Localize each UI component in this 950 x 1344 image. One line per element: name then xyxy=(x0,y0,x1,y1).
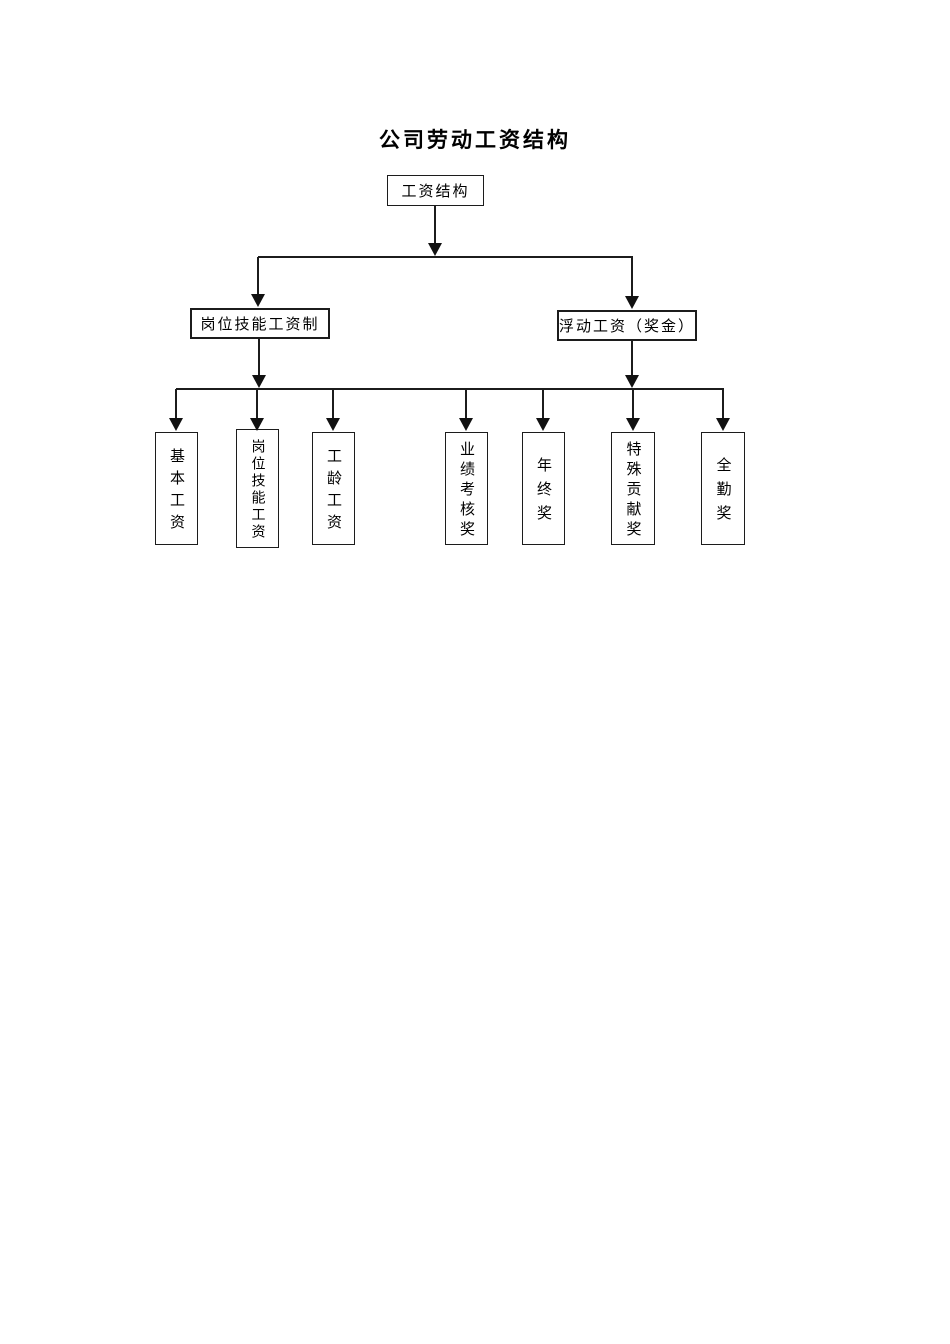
connector-level2-rail xyxy=(258,256,633,258)
arrowhead-down-icon xyxy=(169,418,183,431)
connector-rail-to-floating-wage xyxy=(631,257,633,296)
connector-drop-special-contribution-bonus xyxy=(632,389,634,418)
arrowhead-down-icon xyxy=(626,418,640,431)
leaf-label: 基本工资 xyxy=(168,448,186,536)
arrowhead-down-icon xyxy=(625,375,639,388)
node-special-contribution-bonus: 特殊贡献奖 xyxy=(611,432,655,545)
leaf-label: 工龄工资 xyxy=(325,448,343,536)
connector-root-down xyxy=(434,206,436,243)
arrowhead-down-icon xyxy=(251,294,265,307)
node-year-end-bonus: 年终奖 xyxy=(522,432,565,545)
leaf-label: 业绩考核奖 xyxy=(458,441,476,541)
arrowhead-down-icon xyxy=(250,418,264,431)
arrowhead-down-icon xyxy=(625,296,639,309)
connector-position-skill-system-down xyxy=(258,339,260,375)
arrowhead-down-icon xyxy=(428,243,442,256)
connector-rail-to-position-skill-system xyxy=(257,257,259,294)
node-wage-structure: 工资结构 xyxy=(387,175,484,206)
leaf-label: 全勤奖 xyxy=(714,457,733,529)
connector-drop-basic-wage xyxy=(175,389,177,418)
node-floating-wage-bonus: 浮动工资（奖金） xyxy=(557,310,697,341)
connector-leaves-rail xyxy=(176,388,724,390)
connector-drop-seniority-wage xyxy=(332,389,334,418)
leaf-label: 岗位技能工资 xyxy=(249,439,266,541)
leaf-label: 特殊贡献奖 xyxy=(624,441,643,541)
arrowhead-down-icon xyxy=(326,418,340,431)
node-seniority-wage: 工龄工资 xyxy=(312,432,355,545)
arrowhead-down-icon xyxy=(459,418,473,431)
arrowhead-down-icon xyxy=(536,418,550,431)
arrowhead-down-icon xyxy=(252,375,266,388)
leaf-label: 年终奖 xyxy=(535,457,553,529)
node-basic-wage: 基本工资 xyxy=(155,432,198,545)
connector-drop-year-end-bonus xyxy=(542,389,544,418)
arrowhead-down-icon xyxy=(716,418,730,431)
connector-drop-performance-assessment-bonus xyxy=(465,389,467,418)
connector-drop-position-skill-wage xyxy=(256,389,258,418)
connector-floating-wage-down xyxy=(631,341,633,375)
node-full-attendance-bonus: 全勤奖 xyxy=(701,432,745,545)
connector-drop-full-attendance-bonus xyxy=(722,389,724,418)
node-performance-assessment-bonus: 业绩考核奖 xyxy=(445,432,488,545)
page-title: 公司劳动工资结构 xyxy=(379,128,571,152)
node-position-skill-wage: 岗位技能工资 xyxy=(236,429,279,548)
node-position-skill-wage-system: 岗位技能工资制 xyxy=(190,308,330,339)
